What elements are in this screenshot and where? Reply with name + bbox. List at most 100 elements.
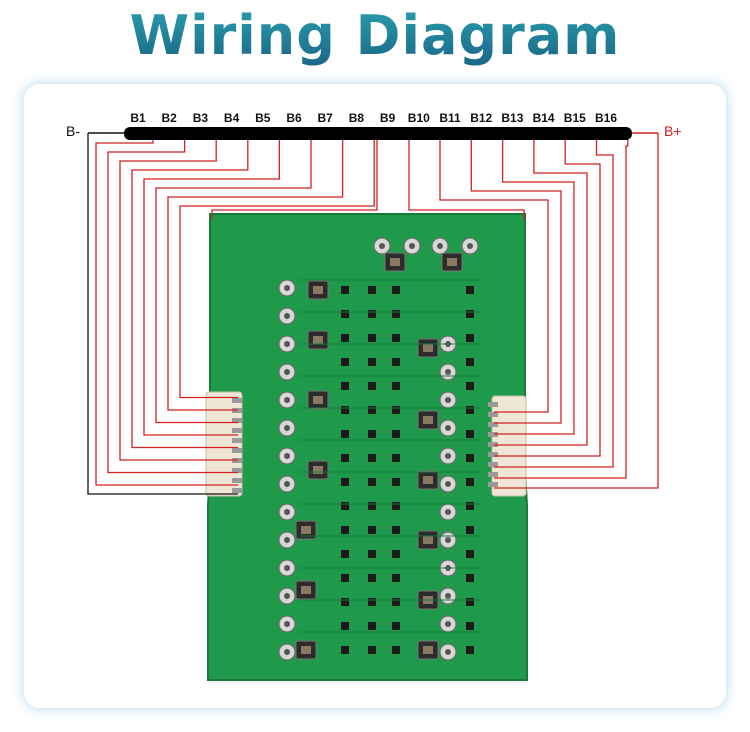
ic-chip bbox=[466, 334, 474, 342]
page-title: Wiring Diagram bbox=[0, 4, 750, 67]
ic-chip bbox=[392, 478, 400, 486]
wire-top-right bbox=[408, 140, 525, 220]
ic-chip bbox=[368, 406, 376, 414]
capacitor-top bbox=[445, 509, 451, 515]
ic-chip bbox=[341, 430, 349, 438]
ic-chip bbox=[368, 622, 376, 630]
ic-chip bbox=[341, 646, 349, 654]
connector-pin bbox=[232, 398, 242, 403]
connector-pin bbox=[488, 472, 498, 477]
ic-chip bbox=[466, 358, 474, 366]
wire-left-8 bbox=[179, 140, 375, 399]
wire-b-plus bbox=[494, 133, 659, 489]
pcb-board bbox=[207, 213, 528, 681]
inductor-core bbox=[447, 258, 457, 266]
capacitor-top bbox=[284, 313, 290, 319]
balance-wires bbox=[87, 133, 659, 495]
wire-left-1 bbox=[95, 140, 238, 486]
cell-label-b13: B13 bbox=[501, 111, 523, 125]
ic-chip bbox=[466, 526, 474, 534]
connector-pin bbox=[488, 432, 498, 437]
inductor-core bbox=[301, 586, 311, 594]
cell-label-b11: B11 bbox=[439, 111, 461, 125]
capacitor-top bbox=[284, 369, 290, 375]
ic-chip bbox=[392, 622, 400, 630]
right-connector-pins bbox=[488, 402, 498, 487]
ic-chip bbox=[392, 382, 400, 390]
cell-label-b12: B12 bbox=[470, 111, 492, 125]
connector-pin bbox=[232, 448, 242, 453]
ic-chip bbox=[466, 286, 474, 294]
wire-left-5 bbox=[143, 140, 281, 436]
inductor-core bbox=[423, 344, 433, 352]
cell-label-b1: B1 bbox=[130, 111, 146, 125]
ic-chip bbox=[392, 430, 400, 438]
ic-chip bbox=[368, 310, 376, 318]
capacitor-top bbox=[284, 565, 290, 571]
capacitor-top bbox=[445, 481, 451, 487]
ic-chip bbox=[392, 358, 400, 366]
inductor-core bbox=[301, 526, 311, 534]
ic-chip bbox=[466, 646, 474, 654]
ic-chip bbox=[466, 550, 474, 558]
connector-pin bbox=[488, 452, 498, 457]
inductor-core bbox=[313, 336, 323, 344]
ic-chip bbox=[368, 358, 376, 366]
cell-label-b14: B14 bbox=[533, 111, 555, 125]
wire-left-3 bbox=[119, 140, 238, 461]
capacitor-top bbox=[445, 593, 451, 599]
capacitor-top bbox=[284, 593, 290, 599]
cell-label-b2: B2 bbox=[162, 111, 178, 125]
capacitor-top bbox=[467, 243, 473, 249]
ic-chip bbox=[392, 574, 400, 582]
ic-chip bbox=[392, 310, 400, 318]
capacitor-top bbox=[284, 397, 290, 403]
cell-label-b3: B3 bbox=[193, 111, 209, 125]
cell-label-b7: B7 bbox=[318, 111, 334, 125]
wire-right-2 bbox=[470, 140, 562, 424]
wire-right-6 bbox=[494, 140, 614, 468]
connector-pin bbox=[232, 488, 242, 493]
capacitor-top bbox=[445, 453, 451, 459]
wire-left-4 bbox=[131, 140, 249, 449]
inductor-core bbox=[390, 258, 400, 266]
capacitor-top bbox=[284, 425, 290, 431]
wire-left-6 bbox=[155, 140, 312, 424]
ic-chip bbox=[341, 286, 349, 294]
cell-label-b5: B5 bbox=[255, 111, 271, 125]
ic-chip bbox=[392, 334, 400, 342]
ic-chip bbox=[368, 598, 376, 606]
cell-label-b6: B6 bbox=[286, 111, 302, 125]
ic-chip bbox=[466, 454, 474, 462]
cell-label-b16: B16 bbox=[595, 111, 617, 125]
ic-chip bbox=[368, 334, 376, 342]
capacitor-top bbox=[284, 649, 290, 655]
capacitor-top bbox=[379, 243, 385, 249]
ic-chip bbox=[466, 502, 474, 510]
ic-chip bbox=[341, 358, 349, 366]
capacitor-top bbox=[284, 481, 290, 487]
ic-chip bbox=[392, 526, 400, 534]
right-balance-connector bbox=[488, 395, 527, 497]
pcb-components bbox=[278, 237, 480, 661]
ic-chip bbox=[341, 598, 349, 606]
inductor-core bbox=[423, 476, 433, 484]
ic-chip bbox=[392, 646, 400, 654]
capacitor-top bbox=[284, 285, 290, 291]
inductor-core bbox=[423, 646, 433, 654]
wire-right-4 bbox=[494, 140, 588, 446]
ic-chip bbox=[341, 334, 349, 342]
ic-chip bbox=[392, 286, 400, 294]
ic-chip bbox=[466, 622, 474, 630]
ic-chip bbox=[368, 526, 376, 534]
ic-chip bbox=[368, 478, 376, 486]
ic-chip bbox=[341, 622, 349, 630]
inductor-core bbox=[301, 646, 311, 654]
wire-left-7 bbox=[167, 140, 344, 411]
ic-chip bbox=[466, 478, 474, 486]
capacitor-top bbox=[445, 425, 451, 431]
connector-pin bbox=[232, 438, 242, 443]
